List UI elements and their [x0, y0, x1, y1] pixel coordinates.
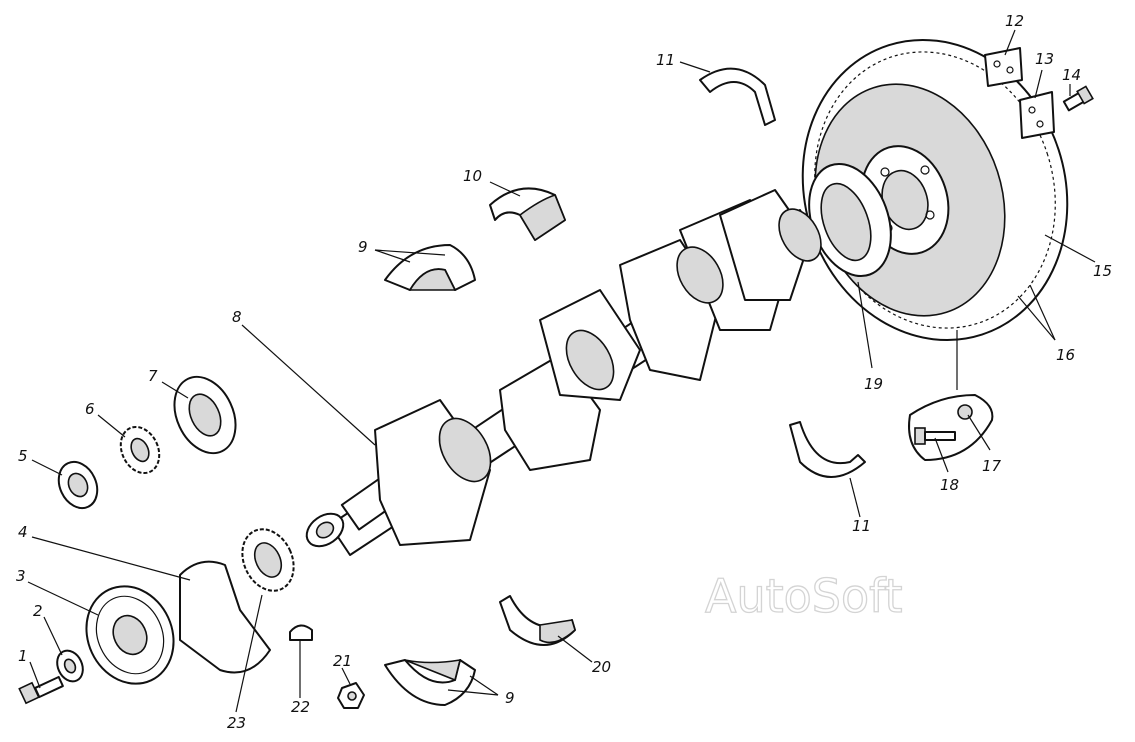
woodruff-key: [289, 624, 313, 641]
callout-5: 5: [18, 447, 28, 465]
leader-lines: [27, 29, 1096, 713]
callout-12: 12: [1005, 12, 1024, 30]
flywheel-bolt: [1062, 85, 1094, 112]
flywheel-bolt-18: [914, 427, 956, 445]
watermark-text: AutoSoft: [705, 569, 903, 623]
main-bearing-shell-lower: [499, 595, 576, 646]
callout-8: 8: [232, 308, 242, 326]
callout-19: 19: [864, 375, 883, 393]
callout-3: 3: [16, 567, 26, 585]
callout-15: 15: [1093, 262, 1112, 280]
main-bearing-shell-upper: [489, 187, 566, 242]
lock-plate-13: [1019, 91, 1055, 139]
callout-17: 17: [982, 457, 1002, 475]
lock-washer: [57, 460, 99, 510]
rod-bearing-shells-lower: [384, 659, 476, 706]
callout-11-upper: 11: [656, 51, 675, 69]
callout-6: 6: [85, 400, 95, 418]
callout-2: 2: [33, 602, 43, 620]
callout-9-lower: 9: [505, 689, 515, 707]
pulley-bolt: [18, 675, 64, 705]
lock-plate-12: [984, 47, 1023, 87]
oil-deflector: [173, 375, 237, 455]
thrust-half-ring-upper: [699, 67, 776, 126]
callout-7: 7: [148, 367, 158, 385]
thrust-half-ring-lower: [789, 421, 866, 478]
timing-gear: [241, 528, 295, 592]
callout-9-upper: 9: [358, 238, 368, 256]
flywheel-lock-plate: [908, 394, 994, 461]
callout-1: 1: [18, 647, 28, 665]
seal-ring: [808, 162, 892, 278]
callout-numbers: 1 2 3 4 5 6 7 8 9 10 11 12 13 14 15 16 1…: [16, 12, 1112, 732]
crankshaft: [305, 189, 822, 556]
callout-11-lower: 11: [852, 517, 871, 535]
callout-10: 10: [463, 167, 482, 185]
callout-22: 22: [291, 698, 310, 716]
front-counterweight: [179, 560, 271, 674]
callout-14: 14: [1062, 66, 1081, 84]
callout-20: 20: [592, 658, 611, 676]
callout-13: 13: [1035, 50, 1054, 68]
pulley-washer: [56, 649, 84, 683]
nut: [337, 682, 365, 709]
callout-21: 21: [333, 652, 352, 670]
callout-23: 23: [227, 714, 246, 732]
crankshaft-pulley: [85, 585, 175, 685]
callout-18: 18: [940, 476, 959, 494]
callout-4: 4: [18, 523, 28, 541]
callout-16: 16: [1056, 346, 1075, 364]
toothed-washer: [119, 425, 161, 475]
